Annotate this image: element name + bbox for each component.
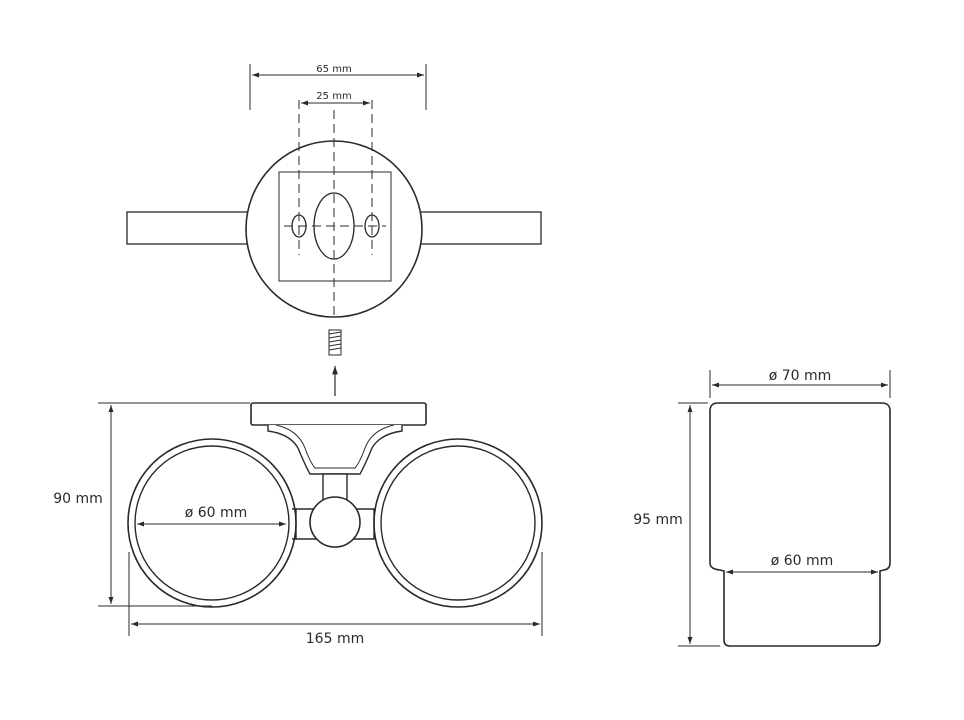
dimension-25-label: 25 mm — [316, 91, 351, 102]
dimension-90 — [98, 402, 250, 607]
dimension-95 — [678, 402, 720, 647]
tumbler-side-view — [709, 402, 891, 647]
dimension-65 — [249, 64, 427, 110]
plate-rectangle — [278, 171, 392, 282]
dimension-165-label: 165 mm — [306, 631, 364, 647]
left-ring-outer — [127, 438, 297, 608]
dimension-165 — [128, 552, 543, 636]
tumbler-outline — [709, 402, 891, 647]
dimension-70 — [709, 370, 891, 398]
right-ring-inner — [380, 445, 536, 601]
dimension-65-label: 65 mm — [316, 64, 351, 75]
dimension-70-label: ø 70 mm — [769, 368, 832, 384]
dimension-90-label: 90 mm — [53, 491, 103, 507]
dimension-bottom-60-label: ø 60 mm — [771, 553, 834, 569]
neck — [322, 473, 348, 501]
wall-plate — [250, 402, 427, 426]
screw-icon — [328, 329, 342, 356]
dimension-ring-60-label: ø 60 mm — [185, 505, 248, 521]
center-lines — [284, 100, 386, 320]
dimension-95-label: 95 mm — [633, 512, 683, 528]
left-arm — [126, 211, 253, 245]
right-ring-outer — [373, 438, 543, 608]
right-arm — [415, 211, 542, 245]
left-ring-inner — [134, 445, 290, 601]
bracket — [267, 425, 403, 475]
holder-front-view — [127, 402, 543, 608]
center-knob — [309, 496, 361, 548]
